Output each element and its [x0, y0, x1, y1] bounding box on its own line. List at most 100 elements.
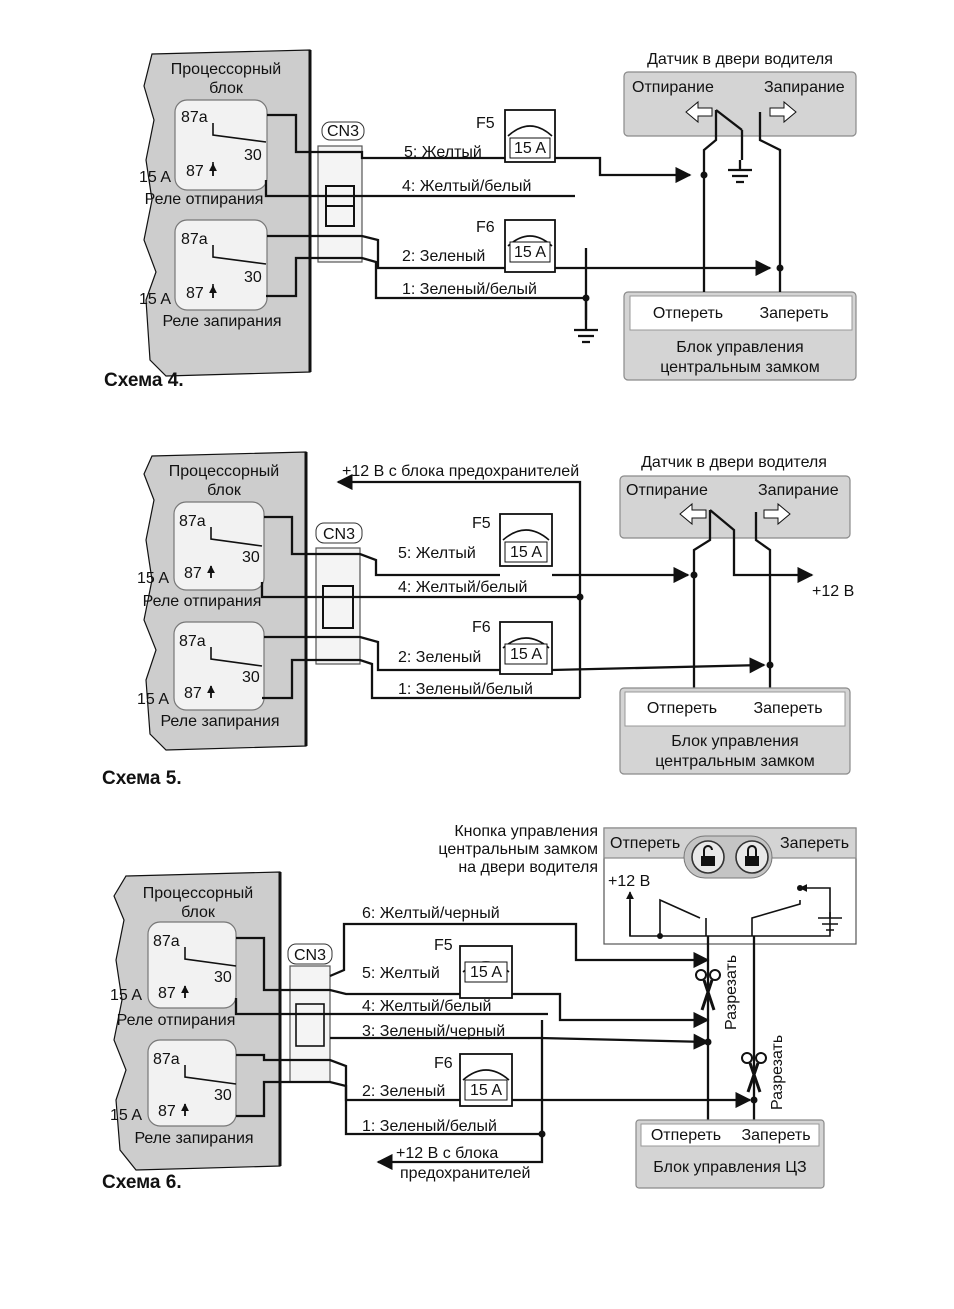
connector-cn3	[317, 145, 363, 263]
pin-87: 87	[184, 565, 202, 582]
relay-unlock-box	[147, 921, 237, 1009]
pin-30: 30	[214, 1087, 232, 1104]
unit-lock-terminal: Запереть	[741, 1127, 810, 1144]
wire-4-label: 4: Желтый/белый	[402, 178, 531, 195]
scheme-5: Процессорный блок 87a 87 30 15 A Реле от…	[102, 451, 854, 789]
button-title-3: на двери водителя	[458, 859, 598, 876]
relay-rating: 15 A	[110, 1107, 142, 1124]
wire-6-label: 6: Желтый/черный	[362, 905, 500, 922]
wire-5-label: 5: Желтый	[398, 545, 476, 562]
plus12-label: +12 В	[812, 583, 854, 600]
button-unlock-label: Отпереть	[610, 835, 680, 852]
unit-label-2: центральным замком	[660, 359, 820, 376]
relay-lock-label: Реле запирания	[160, 713, 279, 730]
fuse-f5: 15 A	[499, 513, 553, 567]
wire-4-label: 4: Желтый/белый	[398, 579, 527, 596]
door-sensor-title: Датчик в двери водителя	[641, 454, 827, 471]
processor-block-label: Процессорный	[171, 61, 281, 78]
button-title-2: центральным замком	[438, 841, 598, 858]
connector-label-box	[315, 522, 363, 544]
scissors-icon	[741, 1052, 767, 1093]
svg-text:15 A: 15 A	[514, 140, 546, 157]
door-sensor-panel	[623, 71, 857, 137]
processor-block-label-2: блок	[209, 80, 244, 97]
fuse-f6-label: F6	[476, 219, 495, 236]
svg-text:15 A: 15 A	[510, 646, 542, 663]
pin-87a: 87a	[181, 109, 208, 126]
relay-rating: 15 A	[137, 691, 169, 708]
cz-unit-label: Блок управления ЦЗ	[653, 1159, 806, 1176]
relay-lock-box	[174, 219, 268, 311]
wire-5-label: 5: Желтый	[404, 144, 482, 161]
sensor-unlock-label: Отпирание	[626, 482, 708, 499]
relay-rating: 15 A	[139, 169, 171, 186]
relay-unlock-box	[173, 501, 265, 591]
supply-label-2: предохранителей	[400, 1165, 530, 1182]
scheme-6-caption: Схема 6.	[102, 1172, 182, 1193]
connector-label: CN3	[294, 947, 326, 964]
wire-4-label: 4: Желтый/белый	[362, 998, 491, 1015]
pin-30: 30	[242, 549, 260, 566]
cut-label-2: Разрезать	[769, 1035, 786, 1110]
svg-text:15 A: 15 A	[470, 1082, 502, 1099]
unit-unlock-terminal: Отпереть	[653, 305, 723, 322]
unlock-padlock-icon	[701, 845, 715, 866]
fuse-f6: 15 A	[459, 1053, 513, 1107]
wire-1-label: 1: Зеленый/белый	[402, 281, 537, 298]
central-lock-terminals	[624, 691, 846, 727]
processor-block-label-2: блок	[181, 904, 216, 921]
unit-label-1: Блок управления	[676, 339, 803, 356]
fuse-f5: 15 A	[504, 109, 556, 163]
wire-2-label: 2: Зеленый	[402, 248, 485, 265]
pin-87: 87	[186, 285, 204, 302]
relay-lock-box	[147, 1039, 237, 1127]
relay-rating: 15 A	[110, 987, 142, 1004]
arrow-right-icon	[763, 502, 791, 526]
unit-label-1: Блок управления	[671, 733, 798, 750]
sensor-lock-label: Запирание	[764, 79, 845, 96]
fuse-f5-label: F5	[476, 115, 495, 132]
relay-unlock-label: Реле отпирания	[117, 1012, 236, 1029]
svg-text:15 A: 15 A	[514, 244, 546, 261]
processor-block-label: Процессорный	[169, 463, 279, 480]
lock-padlock-icon	[745, 845, 759, 866]
pin-87a: 87a	[153, 1051, 180, 1068]
connector-label: CN3	[323, 526, 355, 543]
wire-5-label: 5: Желтый	[362, 965, 440, 982]
button-lock-label: Запереть	[780, 835, 849, 852]
wire-1-label: 1: Зеленый/белый	[398, 681, 533, 698]
wire-3-label: 3: Зеленый/черный	[362, 1023, 505, 1040]
scheme-4: Процессорный блок 87a 87 30 15 A Реле от…	[104, 49, 857, 391]
relay-lock-box	[173, 621, 265, 711]
pin-87a: 87a	[181, 231, 208, 248]
supply-label-1: +12 В с блока	[396, 1145, 498, 1162]
pin-87a: 87a	[179, 633, 206, 650]
fuse-f5: 15 A	[459, 945, 513, 999]
door-sensor-title: Датчик в двери водителя	[647, 51, 833, 68]
supply-label: +12 В с блока предохранителей	[342, 463, 579, 480]
connector-label: CN3	[327, 123, 359, 140]
svg-text:15 A: 15 A	[510, 544, 542, 561]
sensor-lock-label: Запирание	[758, 482, 839, 499]
wire-2-label: 2: Зеленый	[362, 1083, 445, 1100]
fuse-f5-label: F5	[434, 937, 453, 954]
cut-label-1: Разрезать	[723, 955, 740, 1030]
processor-block-label-2: блок	[207, 482, 242, 499]
cz-unit-terminals	[640, 1123, 820, 1147]
scissors-icon	[695, 969, 721, 1011]
arrow-left-icon	[679, 502, 707, 526]
pin-87: 87	[158, 985, 176, 1002]
pin-30: 30	[214, 969, 232, 986]
button-plus12: +12 В	[608, 873, 650, 890]
scheme-5-caption: Схема 5.	[102, 768, 182, 789]
wire-2-label: 2: Зеленый	[398, 649, 481, 666]
arrow-left-icon	[685, 100, 713, 124]
connector-label-box	[321, 121, 365, 141]
unit-lock-terminal: Запереть	[759, 305, 828, 322]
fuse-f6: 15 A	[504, 219, 556, 273]
pin-30: 30	[242, 669, 260, 686]
arrow-right-icon	[769, 100, 797, 124]
relay-unlock-label: Реле отпирания	[143, 593, 262, 610]
unit-unlock-terminal: Отпереть	[647, 700, 717, 717]
